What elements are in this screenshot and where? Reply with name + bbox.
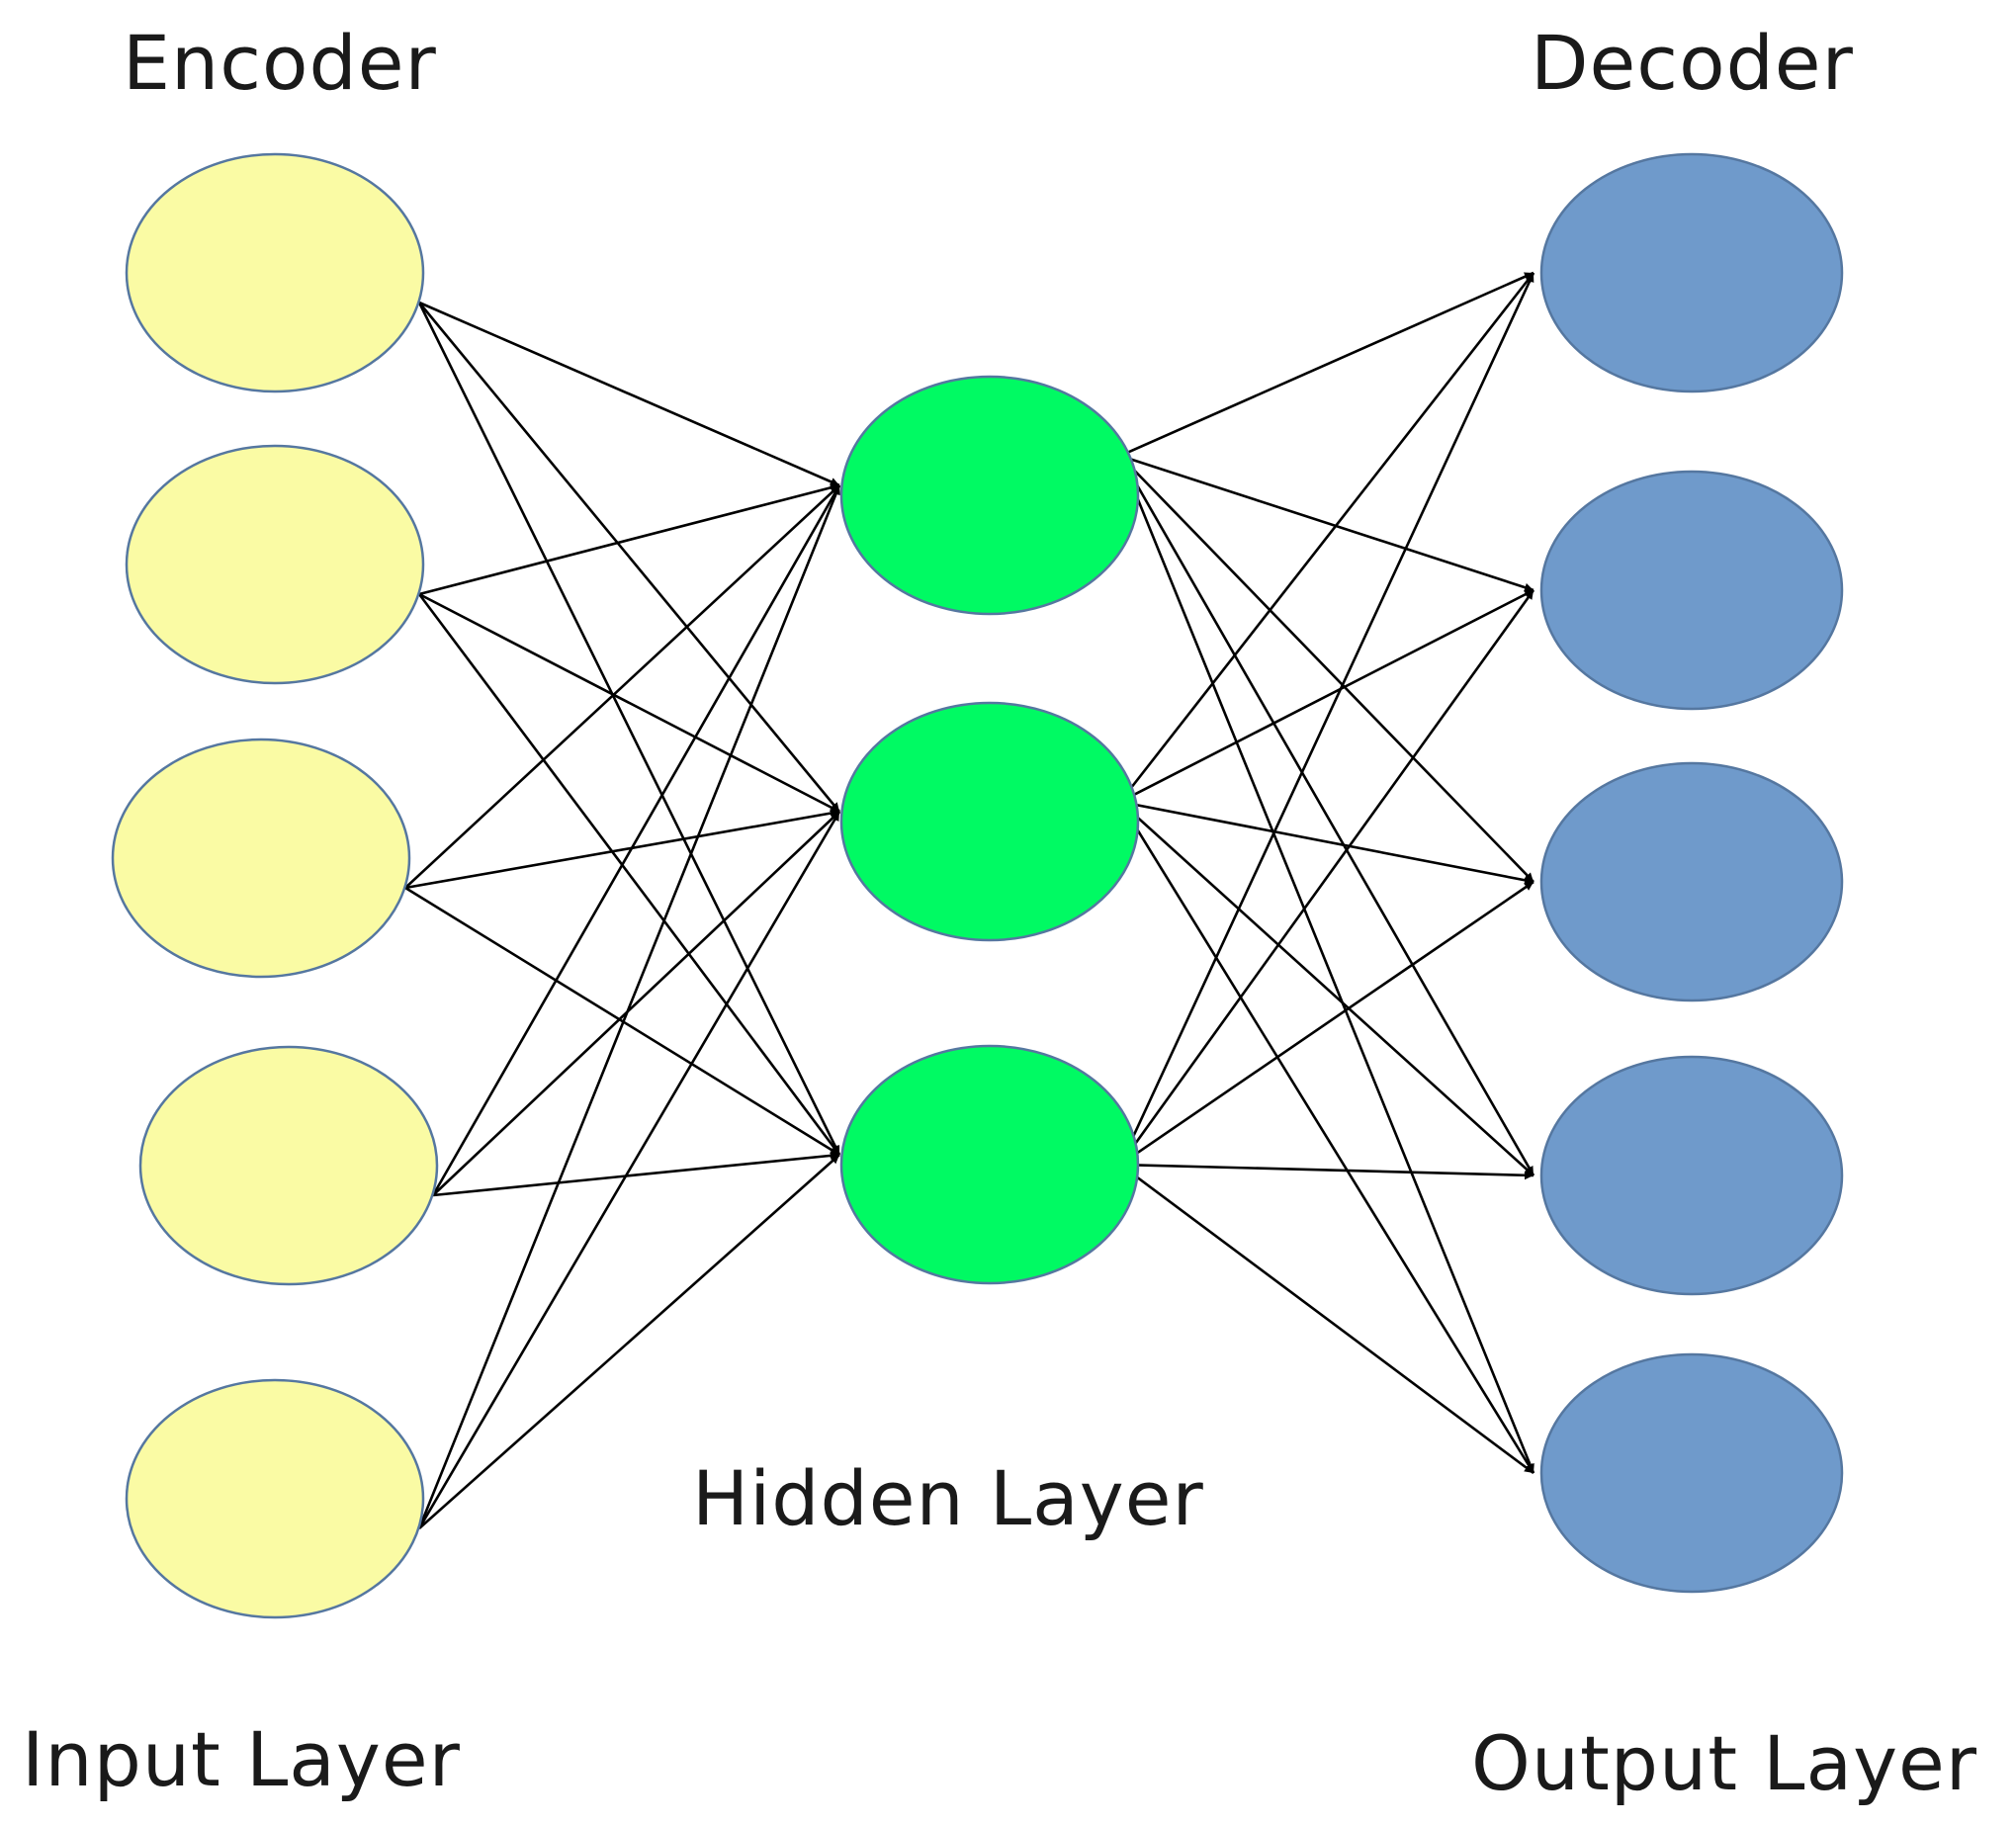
edge-hidden-2-to-output-3 bbox=[1119, 800, 1534, 885]
hidden-layer-label: Hidden Layer bbox=[692, 1454, 1204, 1542]
edge-input-1-to-hidden-2 bbox=[417, 302, 841, 813]
input-node-3 bbox=[111, 738, 411, 979]
edge-input-2-to-hidden-1 bbox=[418, 482, 840, 596]
edge-hidden-2-to-output-4 bbox=[1119, 801, 1534, 1176]
encoder-label: Encoder bbox=[123, 19, 437, 107]
output-node-1 bbox=[1539, 152, 1844, 393]
node-group bbox=[111, 152, 1844, 1619]
input-node-2 bbox=[125, 444, 425, 685]
edge-input-5-to-hidden-1 bbox=[417, 484, 841, 1529]
edge-input-1-to-hidden-1 bbox=[418, 301, 840, 487]
edge-input-2-to-hidden-2 bbox=[418, 592, 840, 814]
edge-hidden-1-to-output-3 bbox=[1119, 455, 1534, 883]
input-node-4 bbox=[138, 1045, 439, 1286]
edge-hidden-1-to-output-4 bbox=[1118, 455, 1535, 1176]
edge-input-1-to-hidden-3 bbox=[417, 302, 841, 1156]
input-node-1 bbox=[125, 152, 425, 393]
edge-hidden-3-to-output-1 bbox=[1118, 272, 1535, 1166]
edge-input-4-to-hidden-1 bbox=[431, 484, 841, 1196]
decoder-label: Decoder bbox=[1531, 19, 1854, 107]
edge-input-5-to-hidden-3 bbox=[418, 1154, 840, 1529]
edge-hidden-2-to-output-2 bbox=[1119, 588, 1534, 804]
edge-input-4-to-hidden-2 bbox=[432, 811, 840, 1196]
output-node-5 bbox=[1539, 1352, 1844, 1594]
hidden-node-1 bbox=[839, 375, 1140, 616]
edge-input-4-to-hidden-3 bbox=[432, 1151, 840, 1197]
edge-input-3-to-hidden-1 bbox=[404, 484, 840, 889]
output-node-2 bbox=[1539, 470, 1844, 711]
edge-hidden-1-to-output-5 bbox=[1118, 455, 1535, 1474]
output-node-3 bbox=[1539, 761, 1844, 1002]
edge-hidden-2-to-output-5 bbox=[1118, 801, 1535, 1474]
edge-input-5-to-hidden-2 bbox=[417, 811, 841, 1529]
edge-input-2-to-hidden-3 bbox=[417, 593, 841, 1156]
edge-hidden-3-to-output-2 bbox=[1118, 589, 1535, 1166]
edge-group bbox=[404, 271, 1535, 1529]
edge-hidden-1-to-output-2 bbox=[1119, 454, 1534, 592]
hidden-node-2 bbox=[839, 701, 1140, 942]
input-layer-label: Input Layer bbox=[22, 1715, 461, 1803]
edge-hidden-3-to-output-5 bbox=[1119, 1163, 1534, 1475]
edge-input-3-to-hidden-2 bbox=[404, 809, 840, 890]
output-node-4 bbox=[1539, 1055, 1844, 1296]
edge-hidden-1-to-output-1 bbox=[1119, 271, 1534, 458]
hidden-node-3 bbox=[839, 1044, 1140, 1285]
edge-hidden-3-to-output-4 bbox=[1119, 1163, 1534, 1180]
output-layer-label: Output Layer bbox=[1471, 1719, 1978, 1807]
edge-hidden-3-to-output-3 bbox=[1119, 880, 1534, 1167]
input-node-5 bbox=[125, 1378, 425, 1619]
edge-hidden-2-to-output-1 bbox=[1118, 272, 1535, 803]
